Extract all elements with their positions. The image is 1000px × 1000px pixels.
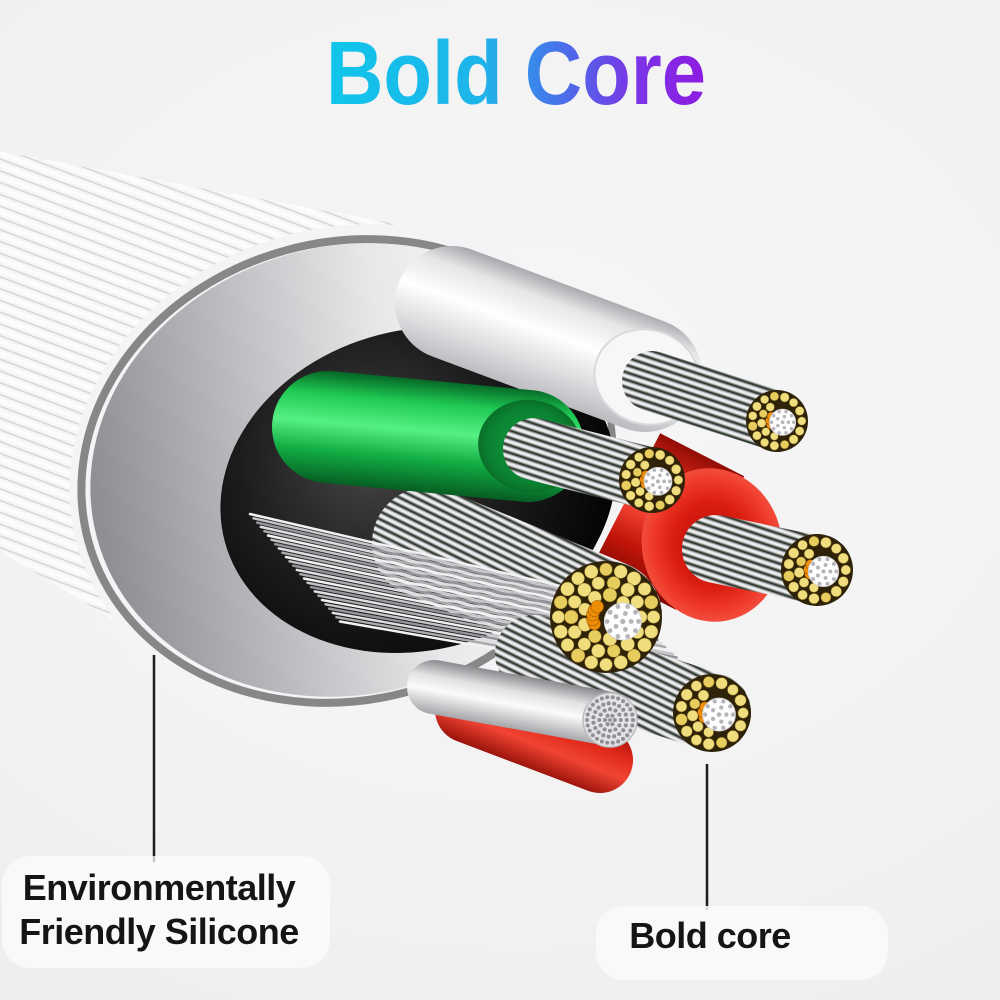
label-environmentally-friendly-silicone: Environmentally Friendly Silicone [0,866,318,954]
page-title: Bold Core [326,24,706,124]
label-card-silicone [2,856,330,968]
bold-core-label-text: Bold core [629,915,791,956]
main-bold-core-end [550,561,662,673]
silicone-label-line2: Friendly Silicone [19,911,299,952]
bottom-core-end [673,674,751,752]
white-wire-core-end [746,390,808,452]
cable-cutaway-illustration [0,151,853,910]
green-wire-core-end [619,447,685,513]
tinned-strand-bundle-end [582,692,638,748]
tinned-wire [407,660,637,746]
label-bold-core: Bold core [565,914,855,958]
red-wire-core-end [781,534,853,606]
label-card-bold-core [596,906,888,980]
silicone-label-line1: Environmentally [22,867,296,908]
